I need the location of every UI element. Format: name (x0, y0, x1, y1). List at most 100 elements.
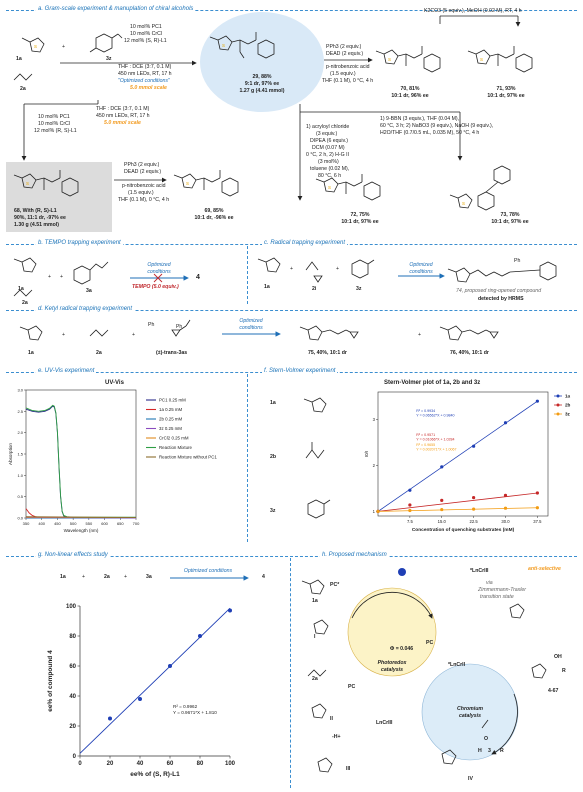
nle-x-tick-label: 80 (197, 761, 204, 767)
d-molecule-2a (89, 329, 109, 337)
sv-data-point (376, 509, 380, 514)
sv-fit-line (377, 492, 538, 512)
sv-data-point (503, 493, 508, 497)
divider-d (6, 310, 577, 311)
h-label-III: III (346, 766, 351, 772)
mitsunobu2-4: (1.5 equiv.) (330, 71, 356, 77)
f-label-3z: 3z (270, 508, 276, 514)
uv-x-tick-label: 500 (70, 521, 77, 526)
uv-x-tick-label: 350 (23, 521, 30, 526)
panel-a-structures: S S S (6, 12, 533, 232)
section-title-b: b. TEMPO trapping experiment (36, 240, 123, 246)
sv-fit-line (377, 400, 538, 512)
d-molecule-75 (299, 325, 359, 341)
sv-data-point (440, 507, 444, 512)
center-cond-2: 10 mol% CrCl (130, 31, 162, 37)
h-product: 4-67 (548, 688, 559, 694)
c-label-1a: 1a (264, 284, 270, 290)
sv-fit-label: Y = 0.002071*X + 1.0067 (416, 448, 456, 452)
svg-text:S: S (26, 181, 29, 186)
nle-data-point (168, 664, 172, 668)
product-29-dr: 9:1 dr, 97% ee (244, 81, 280, 87)
h-pc-star: PC* (330, 582, 340, 588)
b-molecule-1a (21, 257, 37, 273)
molecule-29: S (209, 32, 275, 59)
uv-y-tick-label: 0.5 (17, 494, 23, 499)
chromium-cycle (421, 663, 519, 761)
sv-fit-line (377, 507, 538, 512)
center-scale: 5.0 mmol scale (130, 85, 167, 91)
nle-fit-label: Y = 0.9671*X + 1.810 (173, 710, 217, 715)
product-69-dr: 10:1 dr, -96% ee (194, 215, 234, 221)
product-72-dr: 10:1 dr, 97% ee (341, 219, 379, 225)
h-minus-h: -H+ (332, 734, 341, 740)
h-zt-1: via (486, 580, 493, 586)
sv-data-point (472, 444, 476, 448)
h-aldehyde-O: O (484, 736, 489, 742)
c-label-2i: 2i (312, 286, 317, 292)
g-eq-plus-1: + (82, 574, 86, 580)
sv-x-tick-label: 22.5 (470, 519, 479, 524)
sv-data-point (535, 399, 539, 403)
uv-y-tick-label: 3.0 (17, 388, 23, 393)
section-title-f: f. Stern-Volmer experiment (262, 368, 338, 374)
product-70-dr: 10:1 dr, 96% ee (391, 93, 429, 99)
sv-data-point (472, 496, 476, 500)
g-eq-2a: 2a (104, 574, 110, 580)
sv-legend-marker (556, 403, 560, 407)
e-chart-title: UV-Vis (105, 380, 124, 386)
nle-x-axis-label: ee% of (S, R)-L1 (130, 771, 180, 778)
c-cond-2: conditions (409, 269, 433, 275)
f-molecule-2b (305, 449, 325, 459)
d-plus-2: + (132, 332, 136, 338)
chromium-arrow (491, 693, 518, 755)
left-cond-1: 10 mol% PC1 (38, 114, 70, 120)
h-molecule-II (311, 703, 327, 719)
acryloyl-8: 80 °C, 6 h (318, 173, 342, 179)
h-label-1a: 1a (312, 598, 318, 604)
molecule-3z (89, 33, 123, 53)
molecule-2a (13, 73, 33, 81)
h-molecule-2a (307, 669, 327, 677)
uv-legend-label: Reaction Mixture without PC1 (159, 455, 217, 460)
acryloyl-5: 0 °C, 2 h, 2) H-G II (306, 152, 350, 158)
d-product-75: 75, 40%, 10:1 dr (308, 350, 347, 356)
nle-x-tick-label: 20 (107, 761, 114, 767)
d-cond-2: conditions (239, 325, 263, 331)
sv-data-point (440, 498, 444, 502)
c-molecule-2i (305, 261, 319, 271)
nle-y-tick-label: 100 (66, 604, 77, 610)
uv-y-tick-label: 1.0 (17, 473, 23, 478)
label-1a: 1a (16, 56, 22, 62)
h-chromium-2: catalysis (459, 713, 481, 719)
uv-y-axis-label: Absorption (8, 443, 13, 465)
bbn-2: 60 °C, 3 h; 2) NaBO3 (9 equiv.), NaOH (9… (380, 123, 494, 129)
mechanism-diagram (301, 568, 547, 773)
nle-y-tick-label: 0 (73, 754, 77, 760)
uv-series-line (25, 516, 137, 519)
h-aldehyde-R: R (500, 748, 504, 754)
nle-y-tick-label: 60 (69, 664, 76, 670)
acryloyl-3: DIPEA (6 equiv.) (310, 138, 348, 144)
k2co3-conditions: K2CO3 (5 equiv.), MeOH (0.02 M), RT, 4 h (424, 8, 522, 14)
c-ph: Ph (514, 258, 521, 264)
nle-x-tick-label: 100 (225, 761, 236, 767)
nle-data-point (198, 634, 202, 638)
uv-legend-label: 1a 0.25 mM (159, 407, 183, 412)
product-71-yield: 71, 93% (496, 86, 516, 92)
h-aldehyde-H: H (478, 748, 482, 754)
sv-legend-marker (556, 412, 560, 416)
b-molecule-2a (13, 289, 33, 297)
h-lcr3: *LnCrIII (470, 568, 489, 574)
h-chromium-1: Chromium (457, 706, 483, 712)
c-plus-2: + (336, 266, 340, 272)
molecule-71: S (467, 46, 533, 73)
sv-data-point (440, 465, 444, 469)
b-tempo: TEMPO (5.0 equiv.) (132, 284, 179, 290)
h-zt-3: transition state (480, 594, 514, 600)
h-label-2a: 2a (312, 676, 318, 682)
svg-text:S: S (328, 185, 331, 190)
h-lcr2: *LnCrII (448, 662, 466, 668)
sv-data-point (408, 503, 412, 507)
